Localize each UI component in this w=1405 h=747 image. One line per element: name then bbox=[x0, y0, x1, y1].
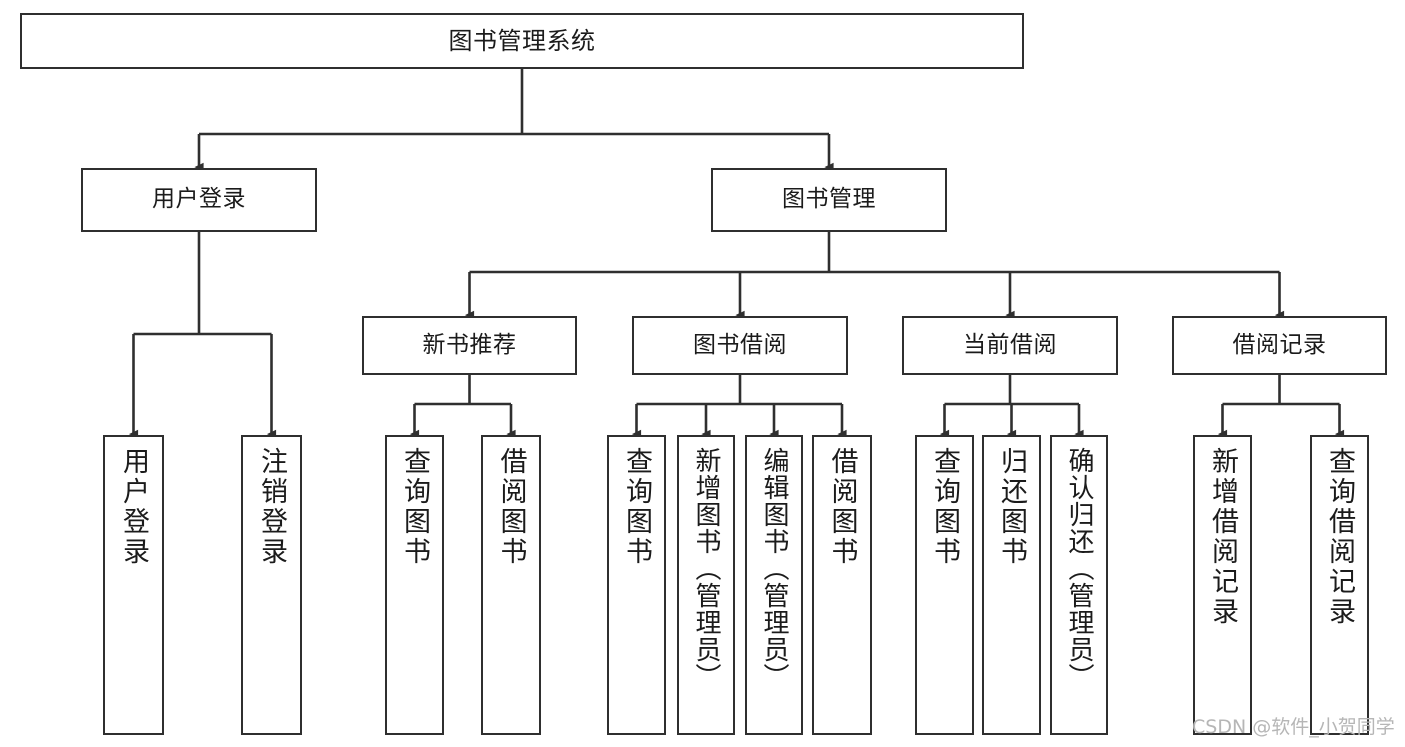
node-leaf-query-current[interactable]: 查询图书 bbox=[915, 435, 974, 735]
node-leaf-borrow-book[interactable]: 借阅图书 bbox=[812, 435, 872, 735]
node-leaf-borrow-book-rec-label: 借阅图书 bbox=[495, 447, 527, 567]
node-leaf-confirm-return-label: 确认归还（管理员） bbox=[1064, 447, 1094, 690]
node-leaf-query-current-label: 查询图书 bbox=[929, 447, 960, 567]
node-leaf-add-book-label: 新增图书（管理员） bbox=[691, 447, 721, 690]
node-leaf-query-record-label: 查询借阅记录 bbox=[1324, 447, 1355, 627]
node-user-login[interactable]: 用户登录 bbox=[81, 168, 317, 232]
node-new-book-rec[interactable]: 新书推荐 bbox=[362, 316, 577, 375]
node-leaf-return-book[interactable]: 归还图书 bbox=[982, 435, 1041, 735]
node-leaf-add-record-label: 新增借阅记录 bbox=[1207, 447, 1238, 627]
node-root-label: 图书管理系统 bbox=[448, 26, 596, 55]
node-leaf-query-book[interactable]: 查询图书 bbox=[607, 435, 666, 735]
node-leaf-user-login-label: 用户登录 bbox=[118, 447, 149, 567]
node-leaf-query-book-rec-label: 查询图书 bbox=[399, 447, 430, 567]
csdn-watermark: CSDN @软件_小贺同学 bbox=[1192, 716, 1395, 738]
node-leaf-borrow-book-rec[interactable]: 借阅图书 bbox=[481, 435, 541, 735]
node-new-book-rec-label: 新书推荐 bbox=[422, 331, 517, 358]
node-book-manage[interactable]: 图书管理 bbox=[711, 168, 947, 232]
node-user-login-label: 用户登录 bbox=[152, 186, 246, 213]
node-current-borrow-label: 当前借阅 bbox=[963, 331, 1057, 358]
node-leaf-borrow-book-label: 借阅图书 bbox=[826, 447, 858, 567]
node-leaf-user-login[interactable]: 用户登录 bbox=[103, 435, 164, 735]
node-leaf-confirm-return[interactable]: 确认归还（管理员） bbox=[1050, 435, 1108, 735]
node-leaf-add-book[interactable]: 新增图书（管理员） bbox=[677, 435, 735, 735]
node-borrow-record-label: 借阅记录 bbox=[1232, 331, 1327, 358]
node-leaf-add-record[interactable]: 新增借阅记录 bbox=[1193, 435, 1252, 735]
node-leaf-logout-label: 注销登录 bbox=[256, 447, 287, 567]
node-book-manage-label: 图书管理 bbox=[782, 186, 876, 213]
node-leaf-return-book-label: 归还图书 bbox=[996, 447, 1027, 567]
node-current-borrow[interactable]: 当前借阅 bbox=[902, 316, 1118, 375]
node-leaf-query-book-label: 查询图书 bbox=[621, 447, 652, 567]
node-book-borrow[interactable]: 图书借阅 bbox=[632, 316, 848, 375]
node-leaf-edit-book-label: 编辑图书（管理员） bbox=[759, 447, 789, 690]
node-leaf-edit-book[interactable]: 编辑图书（管理员） bbox=[745, 435, 803, 735]
node-borrow-record[interactable]: 借阅记录 bbox=[1172, 316, 1387, 375]
node-leaf-query-book-rec[interactable]: 查询图书 bbox=[385, 435, 444, 735]
node-leaf-query-record[interactable]: 查询借阅记录 bbox=[1310, 435, 1369, 735]
node-book-borrow-label: 图书借阅 bbox=[693, 331, 787, 358]
node-leaf-logout[interactable]: 注销登录 bbox=[241, 435, 302, 735]
node-root[interactable]: 图书管理系统 bbox=[20, 13, 1024, 69]
